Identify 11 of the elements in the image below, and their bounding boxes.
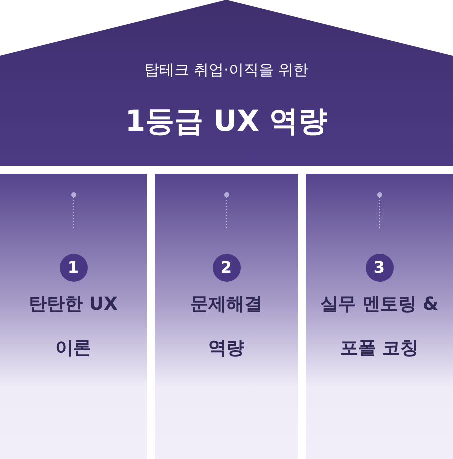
title: 1등급 UX 역량 [124,103,329,140]
pillar-label: 실무 멘토링 & 포폴 코칭 [320,293,440,361]
pillar-card [0,174,147,459]
subtitle: 탑테크 취업·이직을 위한 [143,61,310,80]
pillar-label: 문제해결 역량 [190,293,264,361]
number-badge: 1 [60,254,88,282]
pillar-card [155,174,298,459]
pillar-label: 탄탄한 UX 이론 [28,293,118,361]
number-badge: 2 [212,254,240,282]
pillar-card [306,174,453,459]
number-badge: 3 [366,254,394,282]
